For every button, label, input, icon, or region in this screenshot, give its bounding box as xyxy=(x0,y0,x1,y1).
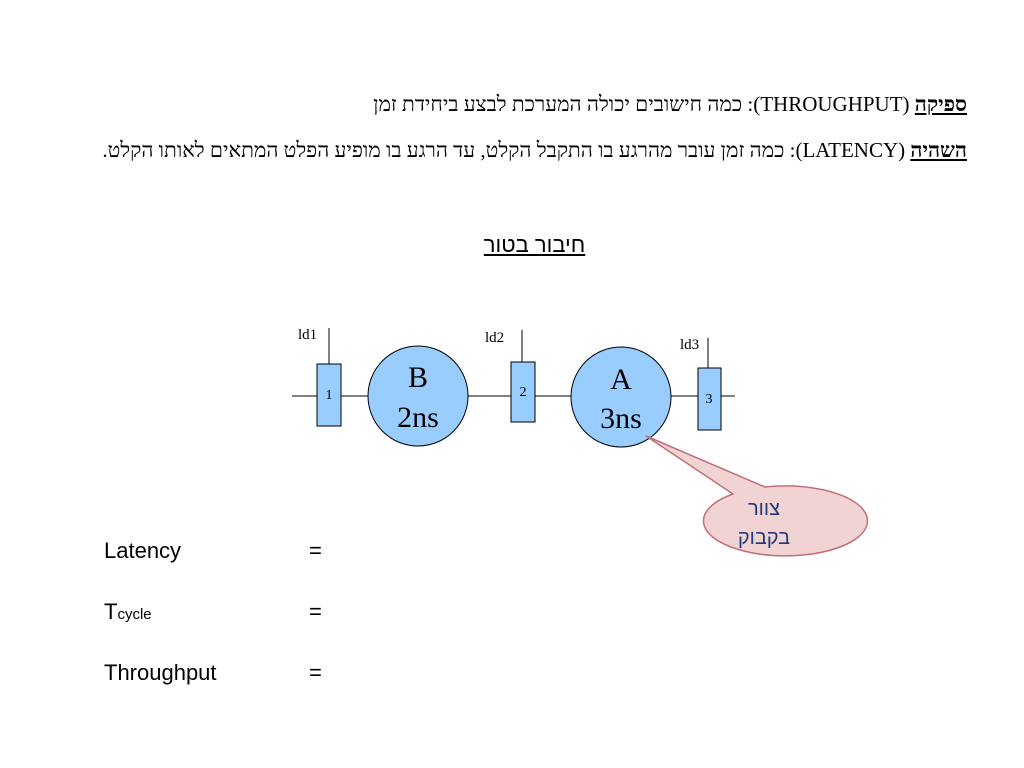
register-label: 1 xyxy=(326,388,333,403)
callout-line-1: צוור xyxy=(748,498,780,520)
definitions: ספיקה (THROUGHPUT): כמה חישובים יכולה המ… xyxy=(17,92,967,184)
definition-text: : כמה חישובים יכולה המערכת לבצע ביחידת ז… xyxy=(373,92,754,116)
ld-label: ld3 xyxy=(680,337,699,353)
definition-throughput: ספיקה (THROUGHPUT): כמה חישובים יכולה המ… xyxy=(17,92,967,117)
register-1 xyxy=(316,363,342,427)
section-title: חיבור בטור xyxy=(483,232,586,257)
stage-delay: 3ns xyxy=(600,402,642,435)
term: השהיה xyxy=(910,138,967,162)
abbr: (LATENCY) xyxy=(795,138,911,162)
callout-bubble xyxy=(645,435,869,557)
register-3 xyxy=(697,367,722,431)
equals-sign: = xyxy=(309,538,322,563)
stage-name: B xyxy=(408,361,428,394)
equation-label: Latency xyxy=(104,538,182,563)
stage-b xyxy=(367,345,469,447)
abbr: (THROUGHPUT) xyxy=(753,92,915,116)
equation-label-sub: cycle xyxy=(117,606,152,623)
stage-delay: 2ns xyxy=(397,401,439,434)
equation-label: Throughput xyxy=(104,660,217,685)
callout-line-2: בקבוק xyxy=(738,527,790,549)
equals-sign: = xyxy=(309,599,322,624)
register-label: 3 xyxy=(706,392,713,407)
equation-label: Tcycle xyxy=(104,599,152,628)
term: ספיקה xyxy=(914,92,967,116)
ld-label: ld2 xyxy=(485,330,504,346)
definition-latency: השהיה (LATENCY): כמה זמן עובר מהרגע בו ה… xyxy=(17,138,967,163)
stage-a xyxy=(570,346,672,448)
definition-text: : כמה זמן עובר מהרגע בו התקבל הקלט, עד ה… xyxy=(102,138,796,162)
equation-label-main: T xyxy=(104,599,118,624)
equals-sign: = xyxy=(309,660,322,685)
ld-label: ld1 xyxy=(298,327,317,343)
register-2 xyxy=(510,361,536,423)
register-label: 2 xyxy=(520,385,527,400)
stage-name: A xyxy=(610,363,632,396)
